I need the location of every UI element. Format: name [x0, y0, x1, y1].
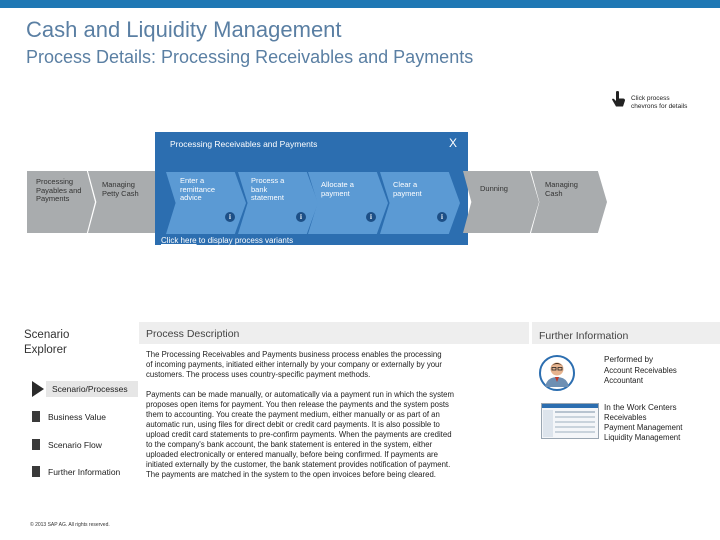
copyright-text: © 2013 SAP AG. All rights reserved. [30, 522, 110, 528]
chevron-managing-cash[interactable]: Managing Cash [531, 171, 607, 233]
scenario-explorer-title: Scenario Explorer [24, 329, 70, 356]
page-subtitle: Process Details: Processing Receivables … [26, 47, 474, 67]
document-icon [32, 466, 40, 477]
chevron-label: Dunning [480, 184, 508, 193]
chevron-label: Managing Cash [545, 180, 578, 198]
chevron-processing-payables[interactable]: Processing Payables and Payments [27, 171, 95, 233]
role-list: Account Receivables Accountant [604, 366, 677, 385]
top-accent-bar [0, 0, 720, 8]
work-centers-label: In the Work Centers [604, 403, 677, 412]
info-icon[interactable]: i [296, 212, 306, 222]
process-description-header [139, 322, 529, 344]
chevron-label: Enter a remittance advice [180, 176, 216, 202]
nav-scenario-processes[interactable]: Scenario/Processes [52, 384, 128, 394]
chevron-managing-petty-cash[interactable]: Managing Petty Cash [88, 171, 164, 233]
chevron-label: Processing Payables and Payments [36, 177, 82, 203]
document-icon [32, 411, 40, 422]
work-center-list: Receivables Payment Management Liquidity… [604, 413, 683, 442]
close-icon[interactable]: X [449, 136, 458, 150]
page-title: Cash and Liquidity Management [26, 17, 342, 42]
info-icon[interactable]: i [366, 212, 376, 222]
nav-business-value[interactable]: Business Value [48, 412, 106, 422]
chevron-dunning[interactable]: Dunning [463, 171, 539, 233]
performed-by-label: Performed by [604, 355, 654, 364]
nav-scenario-flow[interactable]: Scenario Flow [48, 440, 102, 450]
chevron-label: Allocate a payment [321, 180, 354, 198]
chevron-label: Process a bank statement [251, 176, 285, 202]
info-icon[interactable]: i [225, 212, 235, 222]
description-paragraph-2: Payments can be made manually, or automa… [146, 390, 454, 479]
variants-hint: Click here to display process variants [161, 236, 294, 245]
active-arrow-icon [32, 381, 44, 397]
panel-title: Processing Receivables and Payments [170, 139, 318, 149]
chevron-clear-payment[interactable]: Clear a payment [380, 172, 460, 234]
process-chain: Processing Payables and Payments Managin… [0, 132, 720, 252]
click-here-link[interactable]: Click here [161, 236, 197, 245]
active-item-highlight [46, 381, 138, 397]
chevron-allocate-payment[interactable]: Allocate a payment [308, 172, 388, 234]
hand-pointer-icon [612, 91, 625, 107]
chevron-label: Clear a payment [393, 180, 422, 198]
info-icon[interactable]: i [437, 212, 447, 222]
document-icon [32, 439, 40, 450]
description-paragraph-1: The Processing Receivables and Payments … [146, 350, 442, 379]
process-description-title: Process Description [146, 328, 240, 340]
work-center-screenshot-icon [541, 403, 599, 439]
nav-further-information[interactable]: Further Information [48, 467, 121, 477]
further-information-title: Further Information [539, 330, 629, 342]
hint-text: Click process chevrons for details [631, 95, 688, 110]
further-information-header [532, 322, 720, 344]
chevron-label: Managing Petty Cash [102, 180, 139, 198]
chevron-process-bank-statement[interactable]: Process a bank statement [238, 172, 318, 234]
chevron-enter-remittance-advice[interactable]: Enter a remittance advice [166, 172, 246, 234]
person-avatar-icon [539, 355, 575, 391]
